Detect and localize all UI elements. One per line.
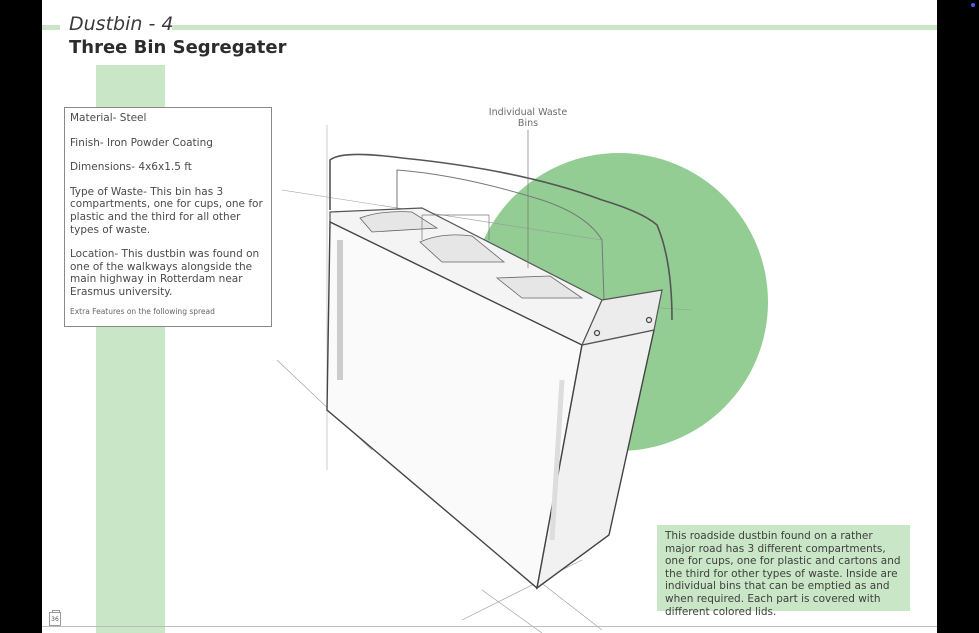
dustbin-sketch (276, 125, 693, 633)
page-number: 36 (49, 610, 61, 626)
header-stripe-left (42, 25, 60, 30)
document-page: Dustbin - 4 Three Bin Segregater (42, 0, 937, 633)
footer-rule (42, 626, 937, 627)
spec-finish: Finish- Iron Powder Coating (70, 136, 213, 149)
spec-note: Extra Features on the following spread (70, 306, 215, 316)
spec-location: Location- This dustbin was found on one … (70, 248, 260, 298)
corner-dot (971, 3, 975, 7)
header-stripe-right (172, 25, 937, 30)
callout-label: Individual Waste Bins (488, 107, 568, 129)
page-title: Dustbin - 4 (69, 13, 174, 35)
page-subtitle: Three Bin Segregater (69, 37, 287, 58)
spec-type-of-waste: Type of Waste- This bin has 3 compartmen… (70, 185, 263, 236)
spec-material: Material- Steel (70, 112, 147, 124)
spec-dimensions: Dimensions- 4x6x1.5 ft (70, 161, 192, 174)
specifications-box: Material- Steel Finish- Iron Powder Coat… (64, 107, 272, 327)
description-box: This roadside dustbin found on a rather … (657, 525, 910, 618)
